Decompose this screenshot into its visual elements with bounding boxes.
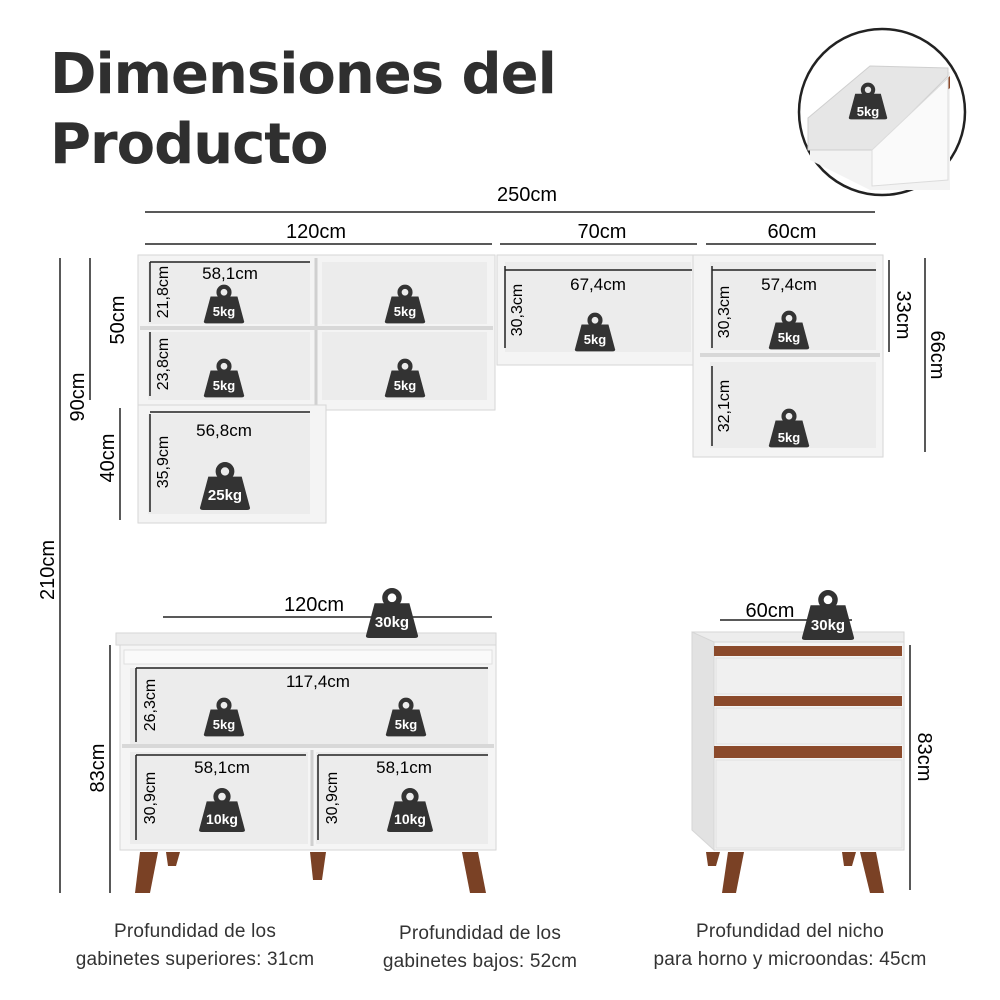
lower-right-height: 30,9cm	[324, 772, 341, 824]
svg-text:5kg: 5kg	[584, 332, 606, 347]
compartment-a-height-top: 21,8cm	[155, 266, 172, 318]
upper-section-width-left: 120cm	[286, 221, 346, 243]
svg-text:5kg: 5kg	[778, 430, 800, 445]
load-badge: 5kg	[204, 287, 244, 324]
caption-niche-depth: Profundidad del nicho para horno y micro…	[653, 921, 927, 970]
svg-text:5kg: 5kg	[395, 717, 417, 732]
upper-section-width-right: 60cm	[768, 221, 817, 243]
compartment-c-height: 30,3cm	[509, 284, 526, 336]
compartment-c-width: 67,4cm	[570, 275, 626, 294]
upper-left-height-top: 50cm	[107, 296, 129, 345]
drawer-detail-inset: 5kg	[797, 27, 967, 197]
upper-right-height-top: 33cm	[892, 291, 914, 340]
lower-cabinet-height: 83cm	[87, 744, 109, 793]
svg-text:5kg: 5kg	[213, 304, 235, 319]
upper-section-width-middle: 70cm	[578, 221, 627, 243]
load-badge: 30kg	[366, 591, 418, 638]
svg-text:5kg: 5kg	[394, 378, 416, 393]
svg-text:5kg: 5kg	[213, 378, 235, 393]
load-badge: 10kg	[199, 790, 245, 832]
compartment-d-width: 57,4cm	[761, 275, 817, 294]
upper-right-height-total: 66cm	[926, 331, 948, 380]
upper-total-width: 250cm	[497, 184, 557, 206]
svg-text:5kg: 5kg	[394, 304, 416, 319]
load-badge: 5kg	[204, 361, 244, 398]
lower-left-width: 58,1cm	[194, 758, 250, 777]
svg-text:5kg: 5kg	[778, 330, 800, 345]
overall-height: 210cm	[37, 540, 59, 600]
svg-text:30kg: 30kg	[811, 617, 845, 634]
lower-cabinet-width: 120cm	[284, 594, 344, 616]
load-badge: 5kg	[769, 313, 809, 350]
drawer-cabinet-height: 83cm	[913, 733, 935, 782]
caption-upper-depth: Profundidad de los gabinetes superiores:…	[75, 921, 315, 970]
load-badge: 10kg	[387, 790, 433, 832]
load-badge: 5kg	[204, 700, 244, 737]
drawer-detail-weight: 5kg	[857, 104, 879, 119]
compartment-d-height-bottom: 32,1cm	[716, 380, 733, 432]
load-badge: 5kg	[385, 287, 425, 324]
svg-text:25kg: 25kg	[208, 487, 242, 504]
caption-lower-depth: Profundidad de los gabinetes bajos: 52cm	[382, 923, 578, 972]
compartment-a-width: 58,1cm	[202, 264, 258, 283]
upper-left-height-bottom: 40cm	[97, 434, 119, 483]
svg-text:10kg: 10kg	[394, 811, 426, 827]
compartment-a-height-bottom: 23,8cm	[155, 338, 172, 390]
compartment-b-height: 35,9cm	[155, 436, 172, 488]
upper-total-height: 90cm	[67, 373, 89, 422]
load-badge: 5kg	[386, 700, 426, 737]
lower-inner-width: 117,4cm	[286, 672, 350, 691]
load-badge: 5kg	[385, 361, 425, 398]
svg-text:10kg: 10kg	[206, 811, 238, 827]
page-title: Dimensiones del Producto	[50, 40, 557, 180]
svg-text:30kg: 30kg	[375, 614, 409, 631]
title-line-1: Dimensiones del	[50, 42, 557, 107]
lower-left-height: 30,9cm	[142, 772, 159, 824]
load-badge: 5kg	[769, 411, 809, 448]
title-line-2: Producto	[50, 112, 329, 177]
lower-right-width: 58,1cm	[376, 758, 432, 777]
load-badge: 25kg	[200, 465, 250, 510]
svg-text:5kg: 5kg	[213, 717, 235, 732]
load-badge: 30kg	[802, 593, 854, 640]
drawer-cabinet: 60cm 30kg 83cm	[691, 593, 935, 893]
compartment-b-width: 56,8cm	[196, 421, 252, 440]
lower-cabinet: 120cm 30kg 117,4cm 26,3cm 58,1cm 30,9cm …	[87, 591, 497, 893]
drawer-cabinet-width: 60cm	[746, 600, 795, 622]
load-badge: 5kg	[575, 315, 615, 352]
lower-upper-shelf-height: 26,3cm	[142, 679, 159, 731]
upper-cabinets: 250cm 120cm 70cm 60cm 58,1cm 56,8cm 67,4…	[67, 184, 948, 524]
compartment-d-height-top: 30,3cm	[716, 286, 733, 338]
